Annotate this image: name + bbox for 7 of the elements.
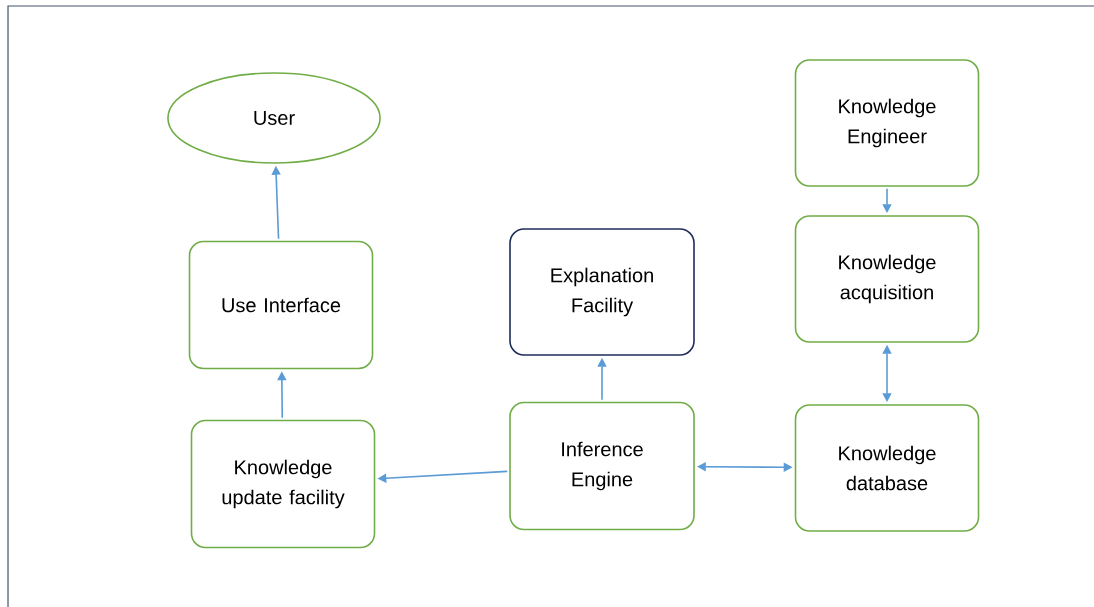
process-box: Inference Engine — [509, 401, 695, 531]
process-box: Knowledge database — [794, 404, 980, 532]
process-box: Explanation Facility — [509, 228, 695, 356]
process-box: Knowledge Engineer — [794, 59, 980, 187]
process-box: Use Interface — [188, 240, 374, 370]
process-box: Knowledge update facility — [190, 419, 376, 549]
process-box: Knowledge acquisition — [794, 215, 980, 343]
